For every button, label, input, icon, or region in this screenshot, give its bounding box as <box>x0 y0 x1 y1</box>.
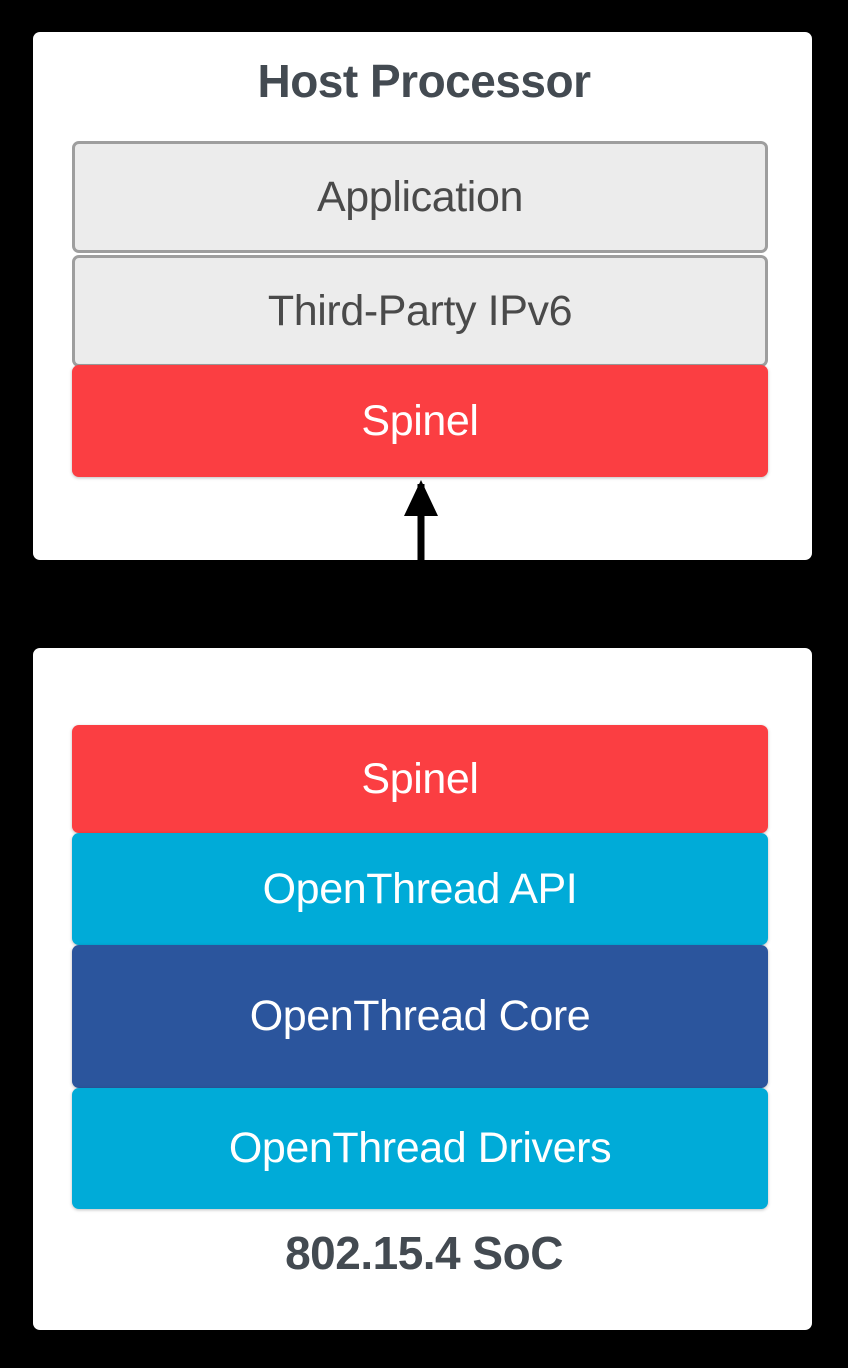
layer-openthread-core-label: OpenThread Core <box>249 992 591 1040</box>
layer-openthread-drivers-label: OpenThread Drivers <box>228 1124 612 1172</box>
layer-spinel-soc-label: Spinel <box>361 754 479 803</box>
layer-application: Application <box>72 141 768 253</box>
layer-application-label: Application <box>317 172 523 221</box>
layer-third-party-ipv6: Third-Party IPv6 <box>72 255 768 367</box>
layer-openthread-api: OpenThread API <box>72 833 768 945</box>
layer-spinel-host-label: Spinel <box>361 396 479 445</box>
layer-openthread-api-label: OpenThread API <box>262 864 578 913</box>
layer-spinel-soc: Spinel <box>72 725 768 833</box>
soc-title: 802.15.4 SoC <box>285 1227 563 1279</box>
layer-openthread-core: OpenThread Core <box>72 945 768 1088</box>
layer-spinel-host: Spinel <box>72 365 768 477</box>
layer-openthread-drivers: OpenThread Drivers <box>72 1088 768 1209</box>
layer-third-party-ipv6-label: Third-Party IPv6 <box>267 286 573 335</box>
host-processor-title: Host Processor <box>257 55 591 107</box>
